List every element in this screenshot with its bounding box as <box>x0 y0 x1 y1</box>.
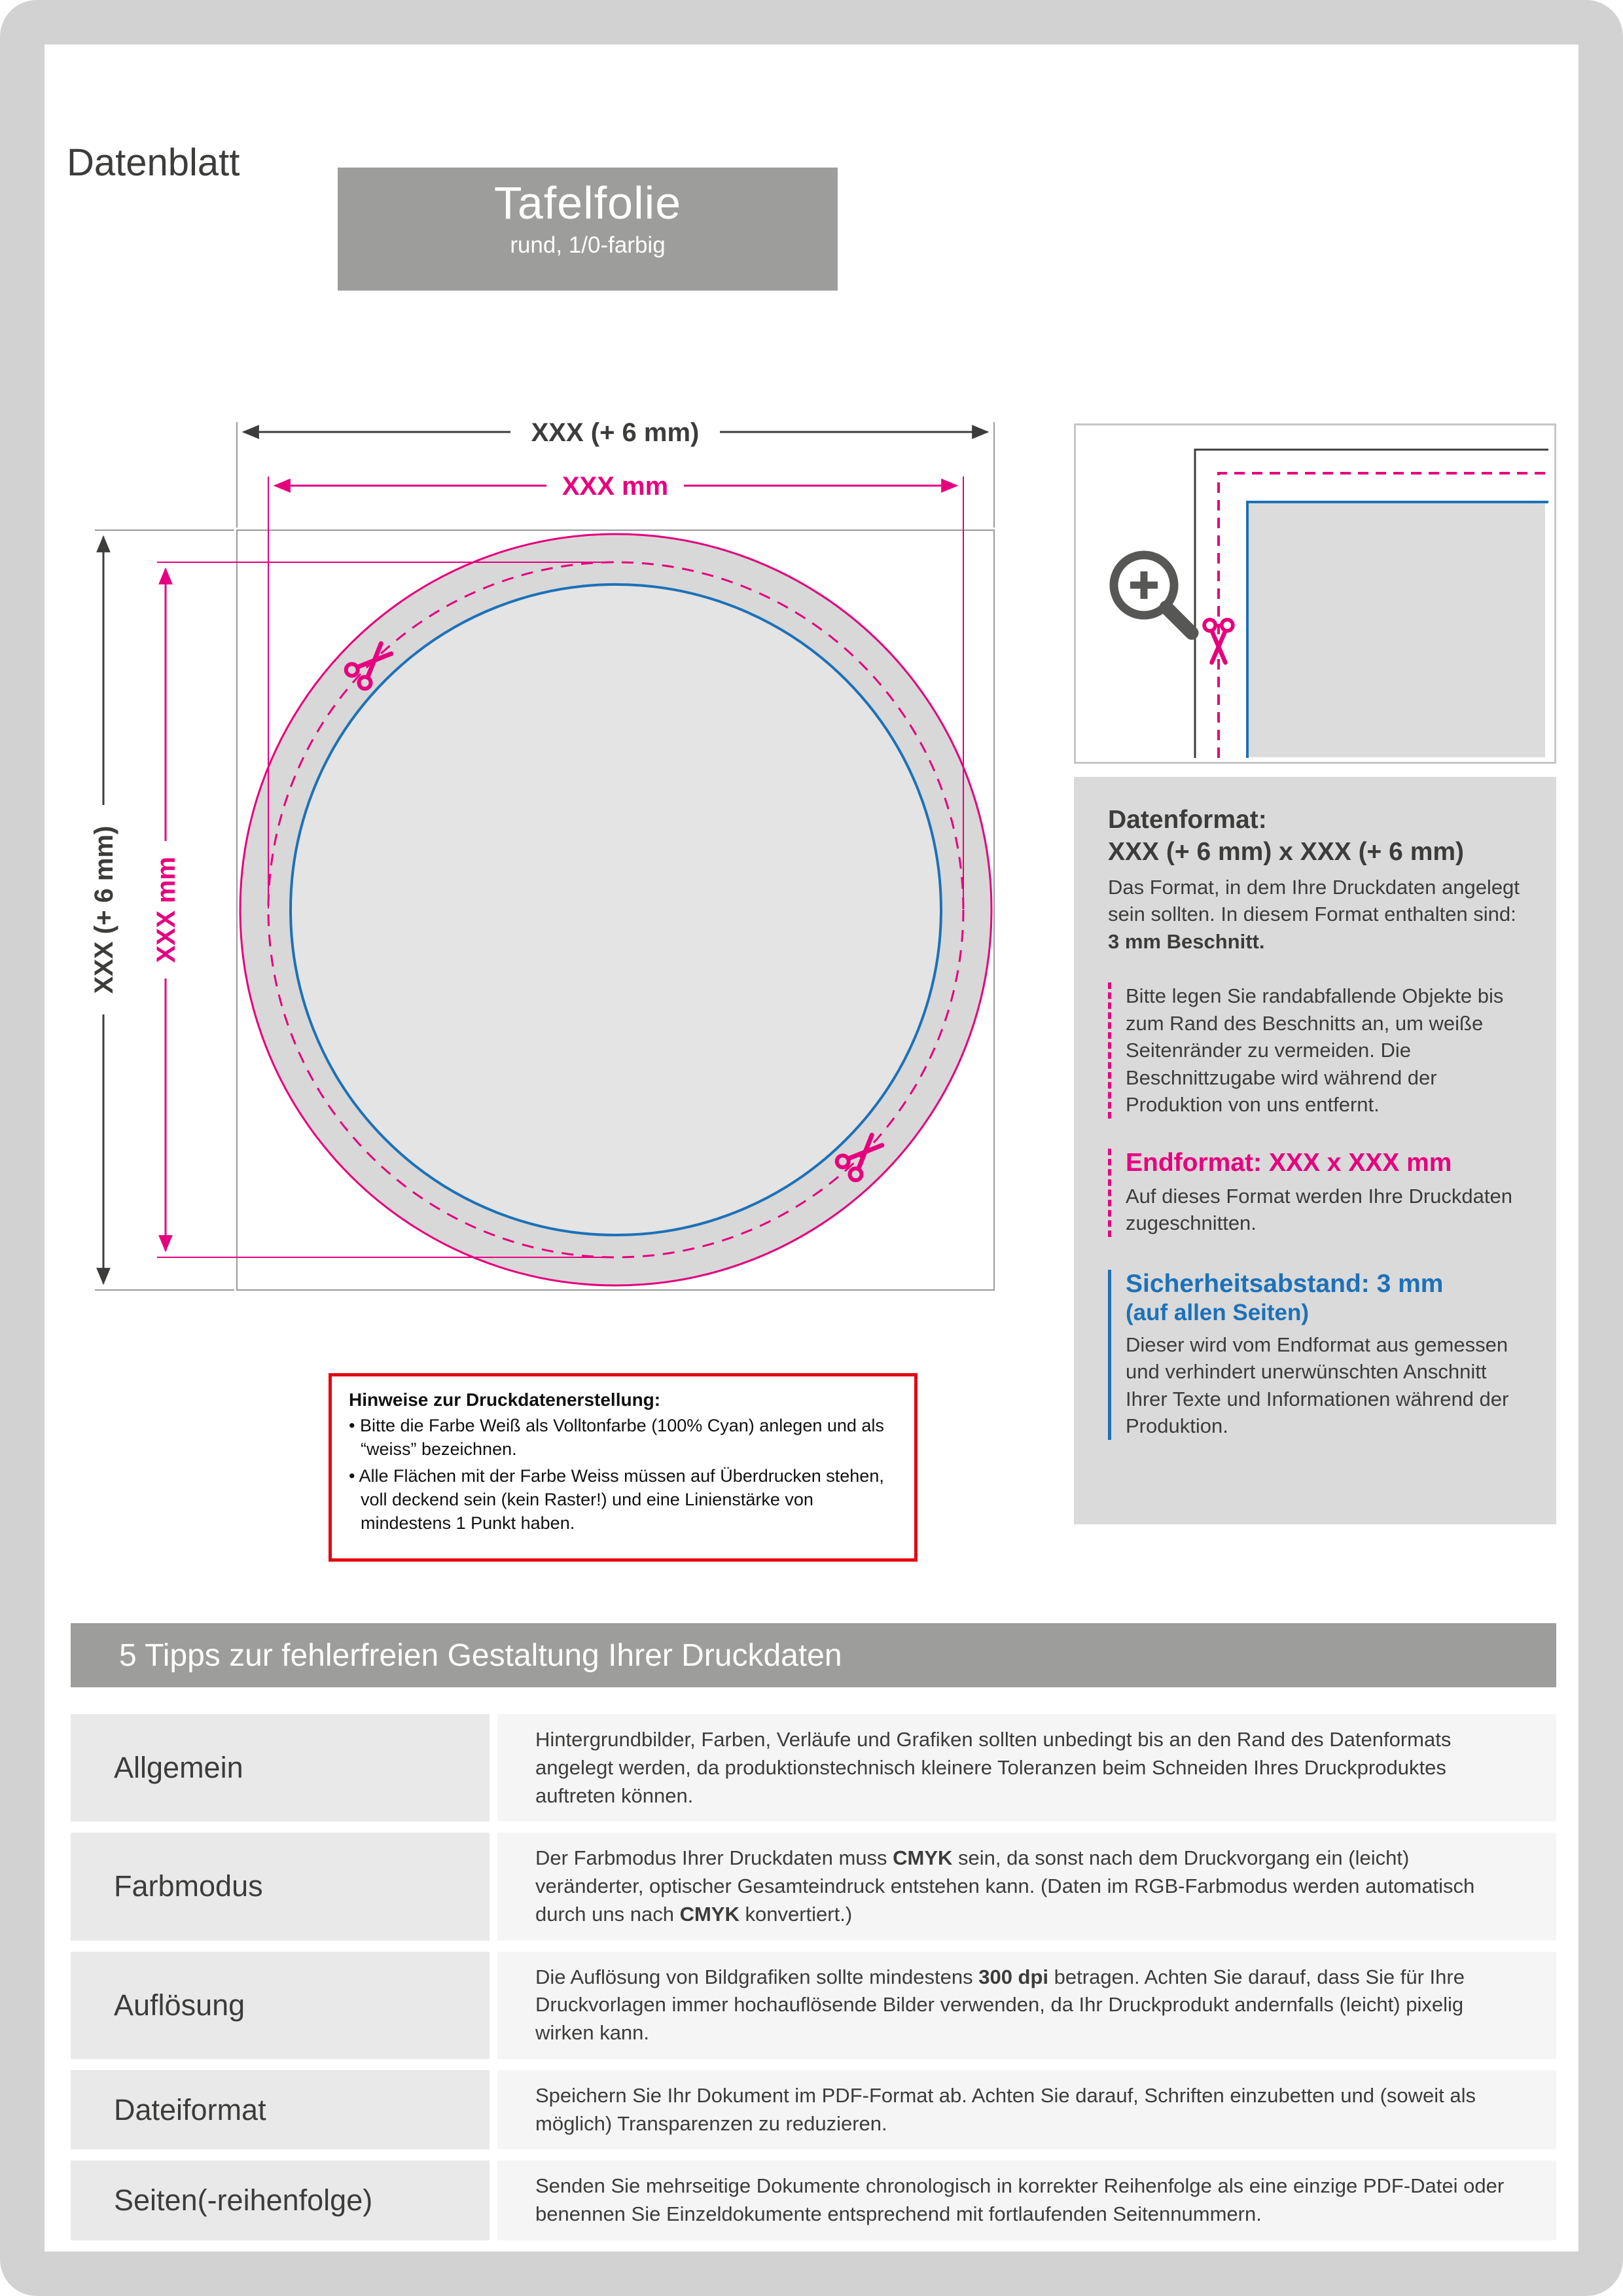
product-subtitle: rund, 1/0-farbig <box>510 232 666 258</box>
dim-inner-height-label: XXX mm <box>152 857 181 963</box>
tips-header-title: 5 Tipps zur fehlerfreien Gestaltung Ihre… <box>119 1638 842 1673</box>
tips-table: Allgemein Hintergrundbilder, Farben, Ver… <box>71 1714 1556 2240</box>
product-header: Tafelfolie rund, 1/0-farbig <box>338 168 838 291</box>
dim-inner-width-label: XXX mm <box>562 472 668 501</box>
datenformat-body: Das Format, in dem Ihre Druckdaten angel… <box>1108 875 1520 953</box>
bleed-note-block: Bitte legen Sie randabfallende Objekte b… <box>1108 982 1531 1119</box>
print-data-notes-box: Hinweise zur Druckdatenerstellung: Bitte… <box>329 1373 918 1562</box>
datenformat-value: XXX (+ 6 mm) x XXX (+ 6 mm) <box>1108 837 1465 866</box>
cutline-corner-line <box>1217 472 1548 758</box>
cutline-circle <box>267 561 965 1259</box>
zoom-detail-graphic <box>1109 448 1548 758</box>
format-diagram: XXX (+ 6 mm) XXX mm XXX (+ 6 mm) XXX mm <box>90 418 995 1291</box>
safety-heading: Sicherheitsabstand: 3 mm <box>1126 1269 1444 1298</box>
endformat-heading: Endformat: XXX x XXX mm <box>1126 1148 1452 1177</box>
datenformat-heading: Datenformat: <box>1108 806 1267 834</box>
tip-body: Speichern Sie Ihr Dokument im PDF-Format… <box>497 2070 1556 2150</box>
endformat-block: Endformat: XXX x XXX mm Auf dieses Forma… <box>1108 1148 1531 1237</box>
safety-corner-line <box>1246 501 1548 758</box>
safety-subheading: (auf allen Seiten) <box>1126 1299 1310 1325</box>
dim-outer-height-label: XXX (+ 6 mm) <box>90 826 118 994</box>
tip-body: Senden Sie mehrseitige Dokumente chronol… <box>497 2161 1556 2240</box>
note-item: Alle Flächen mit der Farbe Weiss müssen … <box>349 1465 897 1535</box>
note-item: Bitte die Farbe Weiß als Volltonfarbe (1… <box>349 1414 897 1461</box>
doc-label: Datenblatt <box>56 132 334 192</box>
tip-label-farbmodus: Farbmodus <box>71 1833 490 1941</box>
tip-body: Hintergrundbilder, Farben, Verläufe und … <box>497 1714 1556 1822</box>
table-row: Seiten(-reihenfolge) Senden Sie mehrseit… <box>71 2161 1556 2240</box>
info-panel: Datenformat: XXX (+ 6 mm) x XXX (+ 6 mm)… <box>1074 777 1556 1524</box>
tip-label-allgemein: Allgemein <box>71 1714 490 1822</box>
tip-body: Der Farbmodus Ihrer Druckdaten muss CMYK… <box>497 1833 1556 1941</box>
tips-header-bar: 5 Tipps zur fehlerfreien Gestaltung Ihre… <box>71 1623 1556 1687</box>
table-row: Allgemein Hintergrundbilder, Farben, Ver… <box>71 1714 1556 1822</box>
zoom-detail-box <box>1074 423 1556 764</box>
safety-block: Sicherheitsabstand: 3 mm (auf allen Seit… <box>1108 1269 1531 1440</box>
table-row: Farbmodus Der Farbmodus Ihrer Druckdaten… <box>71 1833 1556 1941</box>
tip-label-dateiformat: Dateiformat <box>71 2070 490 2150</box>
dim-outer-width-label: XXX (+ 6 mm) <box>531 418 700 447</box>
tip-label-seitenreihenfolge: Seiten(-reihenfolge) <box>71 2161 490 2240</box>
table-row: Auflösung Die Auflösung von Bildgrafiken… <box>71 1951 1556 2059</box>
product-title: Tafelfolie <box>493 177 682 228</box>
safety-body: Dieser wird vom Endformat aus gemessen u… <box>1126 1333 1509 1438</box>
notes-title: Hinweise zur Druckdatenerstellung: <box>349 1390 661 1410</box>
table-row: Dateiformat Speichern Sie Ihr Dokument i… <box>71 2070 1556 2150</box>
datenformat-square <box>236 529 995 1291</box>
tip-body: Die Auflösung von Bildgrafiken sollte mi… <box>497 1951 1556 2059</box>
endformat-body: Auf dieses Format werden Ihre Druckdaten… <box>1126 1184 1512 1235</box>
magnifier-icon <box>1109 550 1199 640</box>
datenformat-corner-line <box>1194 448 1548 758</box>
safety-circle <box>289 583 942 1236</box>
bleed-note: Bitte legen Sie randabfallende Objekte b… <box>1126 984 1504 1117</box>
tip-label-aufloesung: Auflösung <box>71 1951 490 2059</box>
